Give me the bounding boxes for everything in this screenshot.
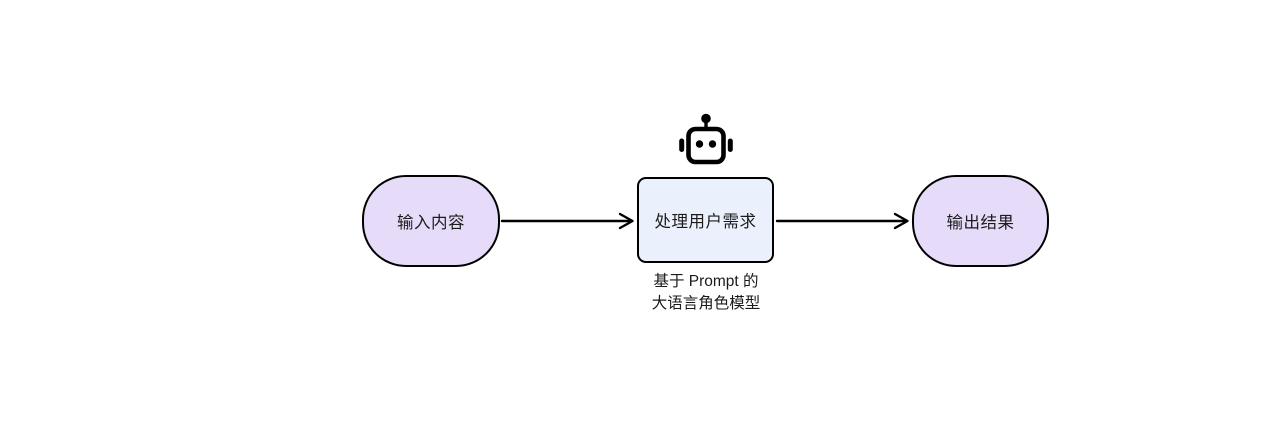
node-input: 输入内容 [362, 175, 500, 267]
node-process: 处理用户需求 [637, 177, 774, 263]
node-process-label: 处理用户需求 [654, 213, 757, 231]
process-caption-line-2: 大语言角色模型 [651, 295, 761, 312]
node-output: 输出结果 [912, 175, 1049, 267]
arrow-input-to-process [500, 212, 634, 230]
node-input-label: 输入内容 [397, 214, 465, 232]
process-caption-line-1: 基于 Prompt 的 [653, 273, 759, 290]
node-output-label: 输出结果 [946, 214, 1015, 232]
arrow-process-to-output [775, 212, 909, 230]
process-caption: 基于 Prompt 的 大语言角色模型 [597, 271, 815, 315]
robot-icon [679, 113, 733, 165]
